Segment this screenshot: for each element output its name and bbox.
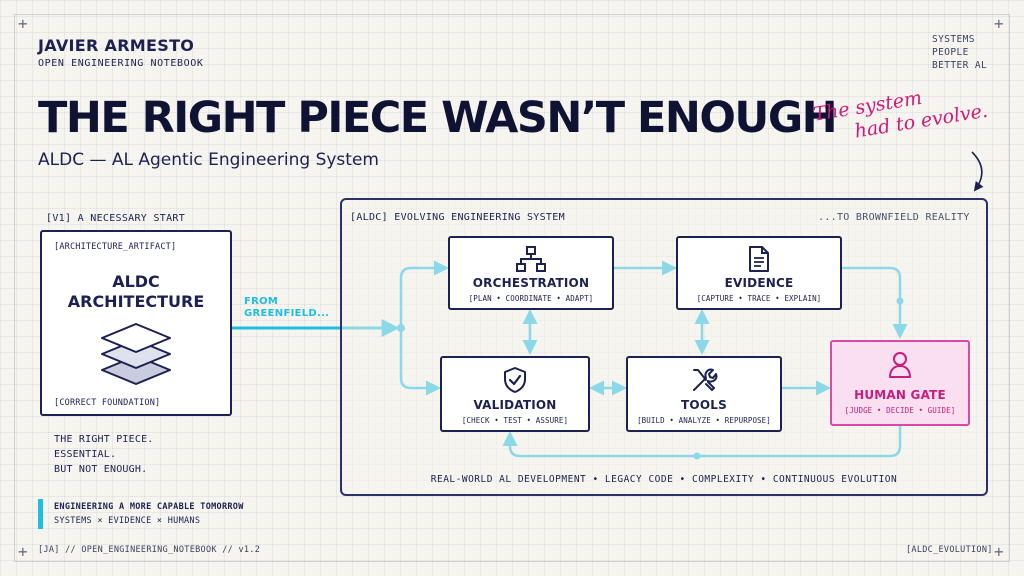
notebook-label: OPEN ENGINEERING NOTEBOOK: [38, 58, 204, 69]
human-gate-node: HUMAN GATE [JUDGE • DECIDE • GUIDE]: [830, 340, 970, 426]
page-subtitle: ALDC — AL Agentic Engineering System: [38, 150, 379, 170]
handnote-arrow: [971, 151, 984, 192]
tagline-line: BETTER AL: [932, 60, 988, 71]
evidence-title: EVIDENCE: [724, 276, 794, 290]
evidence-node: EVIDENCE [CAPTURE • TRACE • EXPLAIN]: [676, 236, 842, 310]
transition-line: GREENFIELD...: [244, 308, 330, 319]
footer-right: [ALDC_EVOLUTION]: [906, 545, 993, 555]
caption-headline: ENGINEERING A MORE CAPABLE TOMORROW: [54, 502, 244, 512]
artifact-tag: [ARCHITECTURE_ARTIFACT]: [54, 242, 177, 252]
tools-subtitle: [BUILD • ANALYZE • REPURPOSE]: [637, 416, 771, 425]
author-name: JAVIER ARMESTO: [38, 36, 195, 55]
v1-note-line: ESSENTIAL.: [54, 449, 117, 460]
orchestration-title: ORCHESTRATION: [472, 276, 590, 290]
v1-section-label: [V1] A NECESSARY START: [46, 213, 186, 224]
v1-note-line: THE RIGHT PIECE.: [54, 434, 154, 445]
architecture-artifact-card: [ARCHITECTURE_ARTIFACT] ALDC ARCHITECTUR…: [40, 230, 232, 416]
human-gate-title: HUMAN GATE: [854, 388, 946, 402]
person-icon: [889, 352, 911, 378]
page-title: THE RIGHT PIECE WASN’T ENOUGH: [38, 93, 838, 143]
orchestration-node: ORCHESTRATION [PLAN • COORDINATE • ADAPT…: [448, 236, 614, 310]
validation-node: VALIDATION [CHECK • TEST • ASSURE]: [440, 356, 590, 432]
tagline: SYSTEMS PEOPLE BETTER AL: [932, 33, 987, 72]
footer-left: [JA] // OPEN_ENGINEERING_NOTEBOOK // v1.…: [38, 545, 261, 555]
corner-plus-icon: +: [994, 542, 1004, 561]
architecture-title: ALDC ARCHITECTURE: [42, 272, 230, 312]
tools-node: TOOLS [BUILD • ANALYZE • REPURPOSE]: [626, 356, 782, 432]
tagline-line: SYSTEMS: [932, 34, 975, 45]
brownfield-label: ...TO BROWNFIELD REALITY: [818, 212, 970, 223]
aldc-section-label: [ALDC] EVOLVING ENGINEERING SYSTEM: [350, 212, 565, 223]
transition-line: FROM: [244, 296, 279, 307]
v1-note-line: BUT NOT ENOUGH.: [54, 464, 148, 475]
transition-label: FROM GREENFIELD...: [244, 296, 329, 320]
tools-title: TOOLS: [681, 398, 727, 412]
context-strip: REAL-WORLD AL DEVELOPMENT • LEGACY CODE …: [430, 474, 898, 485]
caption-subline: SYSTEMS × EVIDENCE × HUMANS: [54, 516, 201, 526]
wrench-screwdriver-icon: [693, 368, 718, 391]
validation-title: VALIDATION: [473, 398, 557, 412]
orchestration-subtitle: [PLAN • COORDINATE • ADAPT]: [468, 294, 594, 303]
document-icon: [749, 246, 769, 272]
corner-plus-icon: +: [18, 542, 28, 561]
tagline-line: PEOPLE: [932, 47, 969, 58]
architecture-title-line: ARCHITECTURE: [67, 292, 205, 311]
architecture-title-line: ALDC: [112, 272, 160, 291]
corner-plus-icon: +: [994, 14, 1004, 33]
human-gate-subtitle: [JUDGE • DECIDE • GUIDE]: [844, 406, 956, 415]
caption-accent-bar: [38, 499, 43, 529]
artifact-footer: [CORRECT FOUNDATION]: [54, 398, 161, 408]
validation-subtitle: [CHECK • TEST • ASSURE]: [461, 416, 569, 425]
page-frame: [14, 14, 1010, 562]
v1-notes: THE RIGHT PIECE. ESSENTIAL. BUT NOT ENOU…: [54, 432, 154, 477]
corner-plus-icon: +: [18, 14, 28, 33]
evidence-subtitle: [CAPTURE • TRACE • EXPLAIN]: [696, 294, 822, 303]
hierarchy-icon: [516, 246, 546, 272]
shield-check-icon: [504, 367, 526, 393]
layers-icon: [101, 323, 171, 385]
